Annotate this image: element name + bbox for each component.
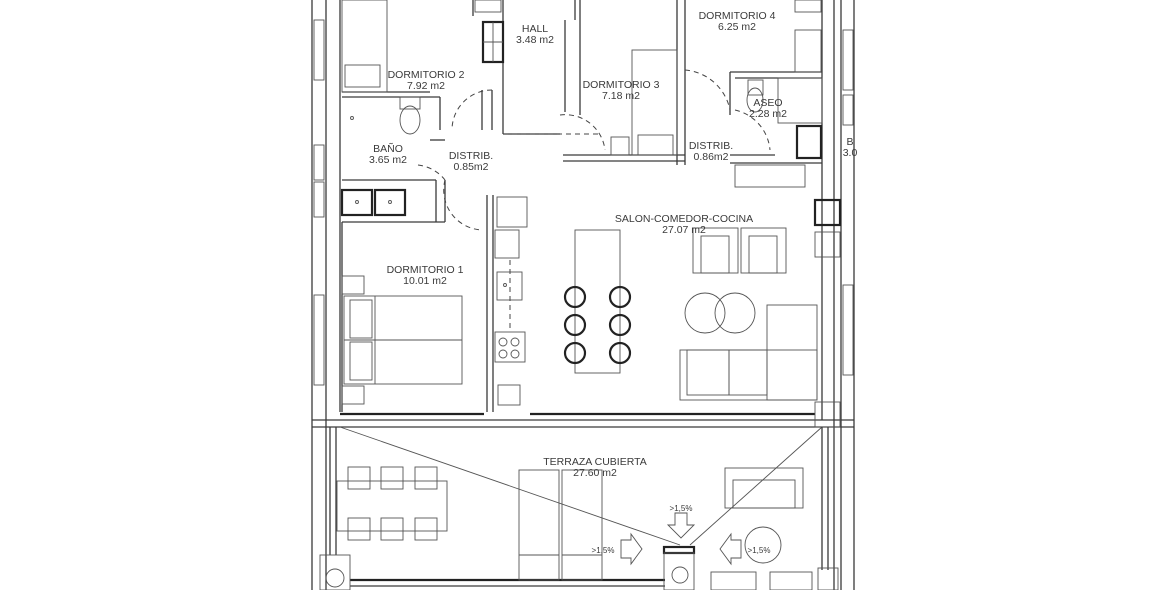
label-dorm3-name: DORMITORIO 3 — [583, 79, 660, 91]
label-salon-name: SALON-COMEDOR-COCINA — [615, 213, 753, 225]
label-bano-area: 3.65 m2 — [369, 154, 407, 166]
door-swings — [417, 69, 771, 231]
room-labels: HALL 3.48 m2 DORMITORIO 4 6.25 m2 DORMIT… — [369, 10, 857, 555]
terrace — [319, 426, 839, 590]
label-dorm4-area: 6.25 m2 — [718, 21, 756, 33]
slope-label-top: >1,5% — [670, 504, 693, 513]
label-distrib1-name: DISTRIB. — [449, 150, 493, 162]
label-terraza-name: TERRAZA CUBIERTA — [543, 456, 646, 468]
label-hall-area: 3.48 m2 — [516, 34, 554, 46]
label-distrib2-area: 0.86m2 — [693, 151, 728, 163]
slope-label-left: >1,5% — [592, 546, 615, 555]
label-distrib1-area: 0.85m2 — [453, 161, 488, 173]
label-bano-name: BAÑO — [373, 142, 403, 155]
label-dorm2-name: DORMITORIO 2 — [388, 69, 465, 81]
label-salon-area: 27.07 m2 — [662, 224, 706, 236]
label-terraza-area: 27.60 m2 — [573, 467, 617, 479]
label-dorm1-name: DORMITORIO 1 — [387, 264, 464, 276]
label-dorm2-area: 7.92 m2 — [407, 80, 445, 92]
label-aseo-area: 2.28 m2 — [749, 108, 787, 120]
label-b-name: B — [846, 136, 853, 148]
exterior-walls — [311, 0, 855, 590]
furniture — [340, 0, 842, 428]
label-aseo-name: ASEO — [753, 97, 782, 109]
slope-label-right: >1,5% — [748, 546, 771, 555]
label-hall-name: HALL — [522, 23, 548, 35]
label-dorm4-name: DORMITORIO 4 — [699, 10, 776, 22]
left-windows — [313, 19, 325, 386]
label-dorm3-area: 7.18 m2 — [602, 90, 640, 102]
label-dorm1-area: 10.01 m2 — [403, 275, 447, 287]
right-windows — [842, 29, 854, 376]
label-distrib2-name: DISTRIB. — [689, 140, 733, 152]
label-b-area: 3.0 — [843, 147, 858, 159]
